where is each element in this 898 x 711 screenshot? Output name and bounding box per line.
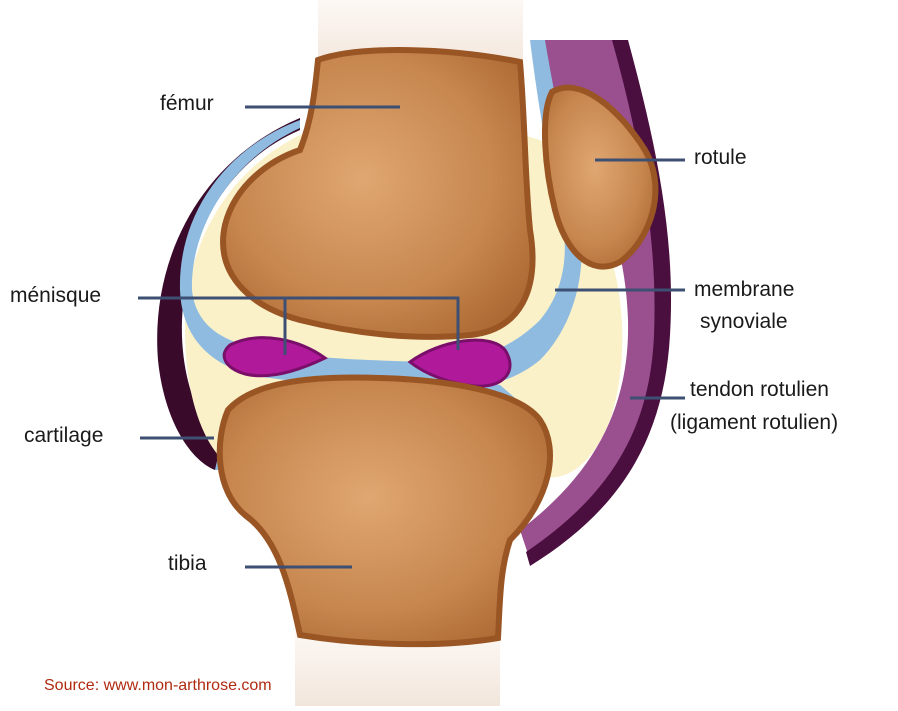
label-rotule: rotule	[694, 146, 747, 170]
label-menisque: ménisque	[10, 284, 101, 308]
label-tendon-line2: (ligament rotulien)	[670, 411, 838, 435]
source-credit: Source: www.mon-arthrose.com	[44, 677, 272, 695]
tibia-bone	[220, 377, 550, 644]
label-tibia: tibia	[168, 552, 207, 576]
label-femur: fémur	[160, 92, 214, 116]
label-membrane-line2: synoviale	[700, 310, 788, 334]
label-membrane-line1: membrane	[694, 278, 794, 302]
femur-bone	[223, 50, 532, 337]
label-cartilage: cartilage	[24, 424, 103, 448]
label-tendon-line1: tendon rotulien	[690, 378, 829, 402]
